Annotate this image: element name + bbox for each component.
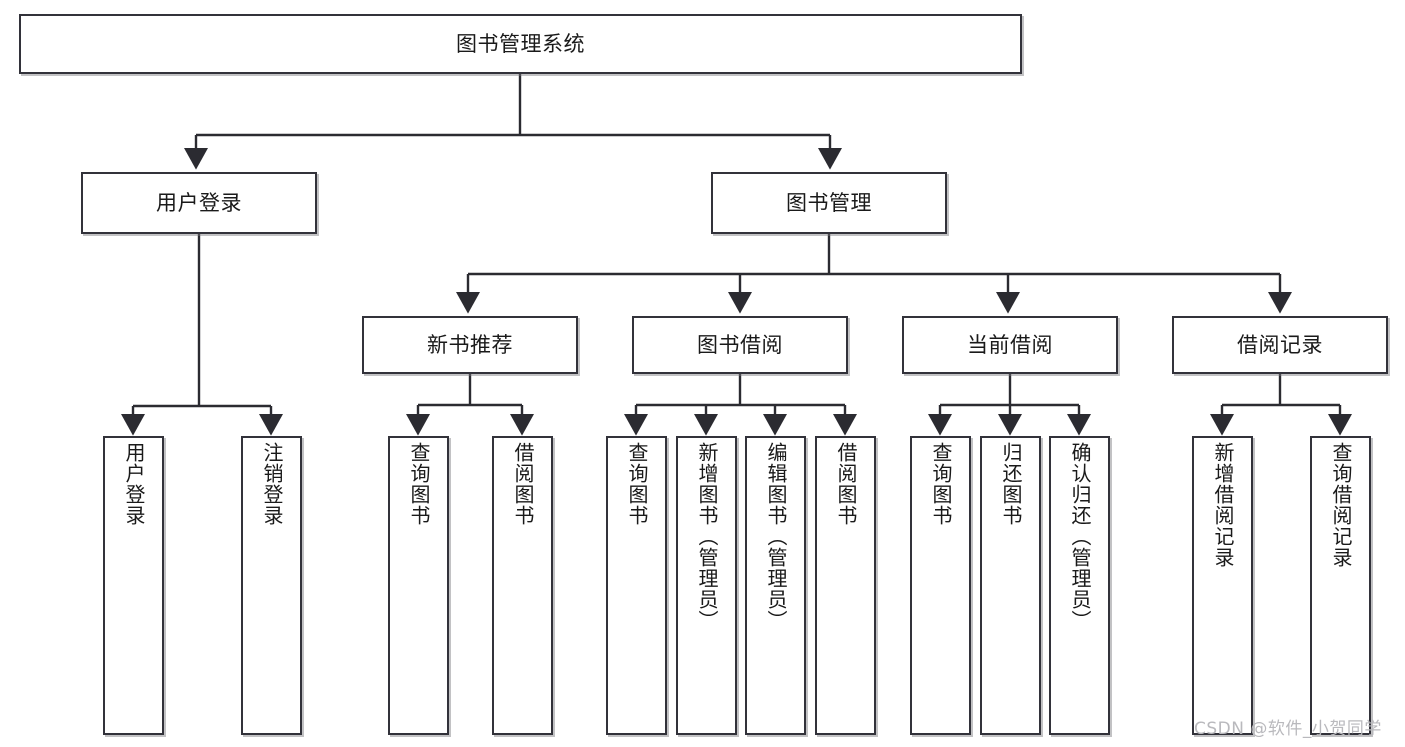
node-leaf-user-login[interactable]: 用户登录 bbox=[103, 436, 164, 735]
node-leaf-borrow-book-2[interactable]: 借阅图书 bbox=[815, 436, 876, 735]
node-leaf-query-book-2[interactable]: 查询图书 bbox=[606, 436, 667, 735]
node-leaf-user-login-label: 用户登录 bbox=[122, 442, 146, 526]
node-borrow-record-label: 借阅记录 bbox=[1237, 332, 1323, 357]
node-book-borrow[interactable]: 图书借阅 bbox=[632, 316, 848, 374]
node-leaf-add-record[interactable]: 新增借阅记录 bbox=[1192, 436, 1253, 735]
node-book-management-label: 图书管理 bbox=[786, 190, 872, 215]
node-root-system-label: 图书管理系统 bbox=[456, 31, 585, 56]
node-book-management[interactable]: 图书管理 bbox=[711, 172, 947, 234]
node-user-login-label: 用户登录 bbox=[156, 190, 242, 215]
node-borrow-record[interactable]: 借阅记录 bbox=[1172, 316, 1388, 374]
node-leaf-query-book-3-label: 查询图书 bbox=[929, 442, 953, 526]
node-book-borrow-label: 图书借阅 bbox=[697, 332, 783, 357]
node-leaf-query-record[interactable]: 查询借阅记录 bbox=[1310, 436, 1371, 735]
node-leaf-add-record-label: 新增借阅记录 bbox=[1211, 442, 1235, 568]
node-current-borrow[interactable]: 当前借阅 bbox=[902, 316, 1118, 374]
csdn-watermark: CSDN @软件_小贺同学 bbox=[1194, 719, 1382, 739]
node-leaf-query-book-1[interactable]: 查询图书 bbox=[388, 436, 449, 735]
node-leaf-confirm-return-label: 确认归还（管理员） bbox=[1068, 442, 1092, 631]
node-leaf-query-record-label: 查询借阅记录 bbox=[1329, 442, 1353, 568]
node-leaf-add-book[interactable]: 新增图书（管理员） bbox=[676, 436, 737, 735]
node-leaf-return-book[interactable]: 归还图书 bbox=[980, 436, 1041, 735]
node-leaf-logout-label: 注销登录 bbox=[260, 442, 284, 526]
node-leaf-borrow-book-2-label: 借阅图书 bbox=[834, 442, 858, 526]
node-leaf-return-book-label: 归还图书 bbox=[999, 442, 1023, 526]
node-leaf-confirm-return[interactable]: 确认归还（管理员） bbox=[1049, 436, 1110, 735]
node-new-book-recommend[interactable]: 新书推荐 bbox=[362, 316, 578, 374]
node-leaf-query-book-2-label: 查询图书 bbox=[625, 442, 649, 526]
node-leaf-query-book-1-label: 查询图书 bbox=[407, 442, 431, 526]
node-leaf-query-book-3[interactable]: 查询图书 bbox=[910, 436, 971, 735]
node-leaf-borrow-book-1[interactable]: 借阅图书 bbox=[492, 436, 553, 735]
node-current-borrow-label: 当前借阅 bbox=[967, 332, 1053, 357]
node-leaf-borrow-book-1-label: 借阅图书 bbox=[511, 442, 535, 526]
node-new-book-recommend-label: 新书推荐 bbox=[427, 332, 513, 357]
node-root-system[interactable]: 图书管理系统 bbox=[19, 14, 1022, 74]
node-leaf-logout[interactable]: 注销登录 bbox=[241, 436, 302, 735]
node-leaf-edit-book[interactable]: 编辑图书（管理员） bbox=[745, 436, 806, 735]
node-leaf-edit-book-label: 编辑图书（管理员） bbox=[764, 442, 788, 631]
node-user-login[interactable]: 用户登录 bbox=[81, 172, 317, 234]
node-leaf-add-book-label: 新增图书（管理员） bbox=[695, 442, 719, 631]
